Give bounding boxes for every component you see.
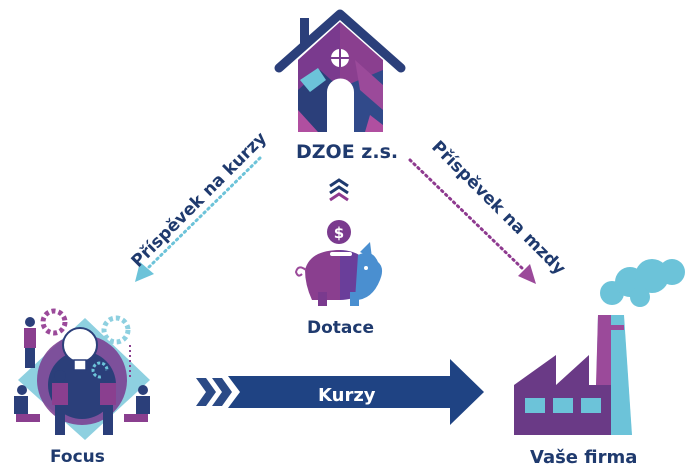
node-label-focus: Focus	[50, 447, 105, 467]
node-label-dzoe: DZOE z.s.	[296, 141, 399, 163]
arrow-left-to-right	[196, 359, 484, 425]
factory-icon	[514, 259, 685, 435]
piggy-bank-icon: $	[294, 220, 383, 306]
svg-text:$: $	[334, 224, 344, 242]
team-meeting-icon	[14, 308, 150, 440]
node-label-dotace: Dotace	[307, 318, 374, 338]
house-icon	[274, 9, 406, 132]
edge-label-kurzy: Kurzy	[318, 385, 376, 406]
chevrons-up-icon	[329, 178, 349, 202]
arrow-top-to-left	[135, 156, 262, 282]
arrow-top-to-right	[408, 158, 536, 284]
node-label-vase-firma: Vaše firma	[530, 447, 638, 468]
